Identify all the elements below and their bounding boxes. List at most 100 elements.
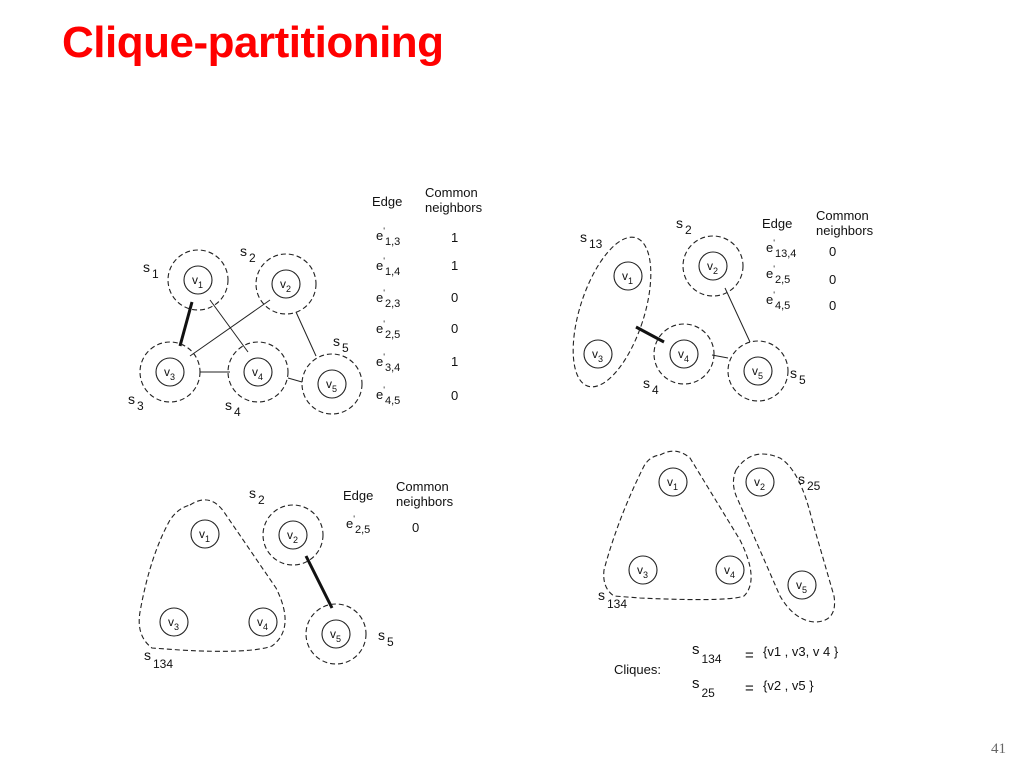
supernode-label-s134: s134 [144, 647, 173, 671]
table-header-common: Common [816, 208, 869, 223]
table-row-value: 0 [412, 520, 419, 535]
table-row-edge: e'13,4 [766, 238, 796, 260]
page-number: 41 [991, 741, 1006, 757]
table-header-neighbors: neighbors [396, 494, 454, 509]
table-row-value: 1 [451, 354, 458, 369]
supernode-s134 [138, 499, 286, 652]
supernode-s2 [262, 504, 324, 566]
vertex-v4 [715, 555, 745, 585]
clique-name: s25 [692, 675, 715, 700]
supernode-s4 [227, 341, 289, 403]
table-header-neighbors: neighbors [425, 200, 483, 215]
common-neighbors-table-2: Edge Common neighbors e'13,4 0 e'2,5 0 e… [762, 208, 874, 313]
vertex-label-v1: v1 [622, 269, 633, 286]
vertex-v1 [183, 265, 213, 295]
vertex-label-v5: v5 [796, 578, 807, 595]
table-row-edge: e'2,3 [376, 288, 400, 310]
vertex-label-v4: v4 [724, 563, 735, 580]
table-header-edge: Edge [762, 216, 792, 231]
common-neighbors-table-1: Edge Common neighbors e'1,3 1 e'1,4 1 e'… [372, 185, 483, 407]
vertex-v1 [613, 261, 643, 291]
vertex-label-v4: v4 [252, 365, 263, 382]
vertex-label-v4: v4 [257, 615, 268, 632]
vertex-v2 [698, 251, 728, 281]
edge-v1-v4 [209, 299, 249, 353]
vertex-label-v1: v1 [199, 527, 210, 544]
table-row-edge: e'1,4 [376, 256, 400, 278]
vertex-v3 [159, 607, 189, 637]
supernode-s13 [572, 236, 652, 388]
vertex-v2 [271, 269, 301, 299]
edge-v4-v5 [711, 354, 729, 359]
table-row-edge: e'3,4 [376, 352, 400, 374]
table-row-edge: e'2,5 [346, 514, 370, 536]
supernode-s5 [727, 340, 789, 402]
edge-v2-v5 [295, 311, 317, 357]
supernode-s25 [732, 453, 836, 623]
vertex-label-v5: v5 [330, 627, 341, 644]
table-header-common: Common [396, 479, 449, 494]
supernode-s5 [305, 603, 367, 665]
common-neighbors-table-3: Edge Common neighbors e'2,5 0 [343, 479, 454, 536]
supernode-s134 [603, 450, 752, 601]
cliques-label: Cliques: [614, 662, 661, 677]
vertex-label-v1: v1 [192, 273, 203, 290]
vertex-v4 [248, 607, 278, 637]
table-row-value: 1 [451, 230, 458, 245]
table-header-edge: Edge [372, 194, 402, 209]
clique-set: {v2 , v5 } [763, 678, 814, 693]
table-row-value: 0 [451, 388, 458, 403]
table-row-value: 0 [451, 290, 458, 305]
vertex-label-v2: v2 [754, 475, 765, 492]
table-row-edge: e'4,5 [766, 290, 790, 312]
vertex-v3 [155, 357, 185, 387]
supernode-s3 [139, 341, 201, 403]
table-row-value: 0 [829, 272, 836, 287]
vertex-v4 [669, 339, 699, 369]
vertex-v4 [243, 357, 273, 387]
edge-s13-v4 [635, 325, 665, 344]
table-row-value: 1 [451, 258, 458, 273]
vertex-label-v3: v3 [164, 365, 175, 382]
vertex-v5 [317, 369, 347, 399]
edge-v4-v5 [287, 377, 303, 383]
supernode-s2 [255, 253, 317, 315]
clique-name: s134 [692, 641, 722, 666]
edge-v1-v3 [178, 301, 194, 347]
table-row-value: 0 [829, 298, 836, 313]
supernode-s1 [167, 249, 229, 311]
edge-v2-v3 [189, 299, 271, 357]
vertex-v5 [787, 570, 817, 600]
vertex-label-v2: v2 [280, 277, 291, 294]
vertex-v5 [321, 619, 351, 649]
vertex-label-v3: v3 [637, 563, 648, 580]
table-row-edge: e'4,5 [376, 385, 400, 407]
vertex-label-v5: v5 [752, 364, 763, 381]
clique-set: {v1 , v3, v 4 } [763, 644, 839, 659]
vertex-label-v3: v3 [168, 615, 179, 632]
edge-v2-v5 [304, 555, 334, 609]
vertex-label-v1: v1 [667, 475, 678, 492]
vertex-v5 [743, 356, 773, 386]
vertex-v1 [190, 519, 220, 549]
cliques-summary: Cliques: s134 = {v1 , v3, v 4 } s25 = {v… [614, 641, 839, 700]
table-row-value: 0 [829, 244, 836, 259]
table-header-edge: Edge [343, 488, 373, 503]
vertex-label-v3: v3 [592, 347, 603, 364]
supernode-s5 [301, 353, 363, 415]
vertex-v3 [628, 555, 658, 585]
vertex-v2 [278, 520, 308, 550]
table-row-edge: e'1,3 [376, 226, 400, 248]
